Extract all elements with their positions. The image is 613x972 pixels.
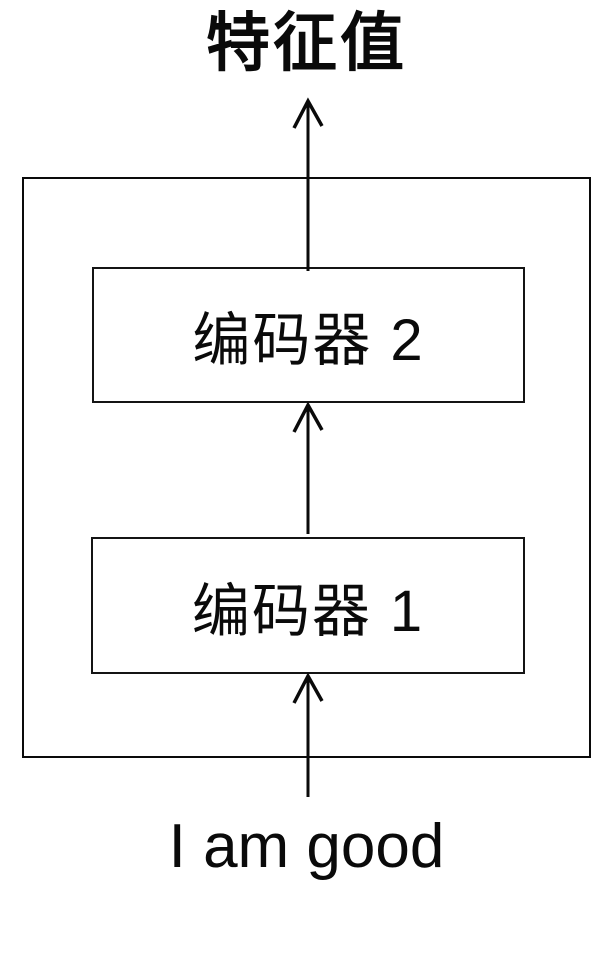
- arrow-up-icon: [292, 672, 324, 797]
- arrow-up-icon: [292, 401, 324, 534]
- encoder-1-box: 编码器 1: [91, 537, 525, 674]
- encoder-2-label: 编码器 2: [192, 308, 425, 373]
- encoder-2-box: 编码器 2: [92, 267, 525, 403]
- input-text: I am good: [168, 812, 445, 881]
- encoder-1-label: 编码器 1: [191, 578, 425, 644]
- output-label: 特征值: [206, 7, 407, 79]
- arrow-up-icon: [292, 97, 324, 271]
